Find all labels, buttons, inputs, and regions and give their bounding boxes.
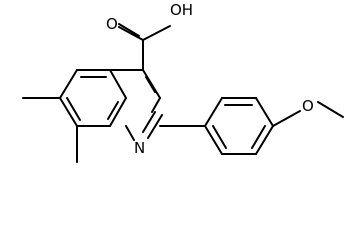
hydroxyl-label: OH bbox=[170, 1, 193, 19]
ring-nitrogen-label: N bbox=[134, 139, 145, 157]
methoxy-oxygen-label: O bbox=[302, 97, 314, 115]
methoxyphenyl-ring bbox=[159, 97, 344, 155]
methyl-groups bbox=[22, 97, 78, 163]
carbonyl-oxygen-label: O bbox=[106, 15, 118, 33]
benzo-ring bbox=[59, 69, 127, 127]
pyridine-ring bbox=[109, 69, 163, 141]
carboxylic-acid-group bbox=[118, 23, 171, 71]
chemical-structure: OH O N O bbox=[22, 1, 344, 163]
